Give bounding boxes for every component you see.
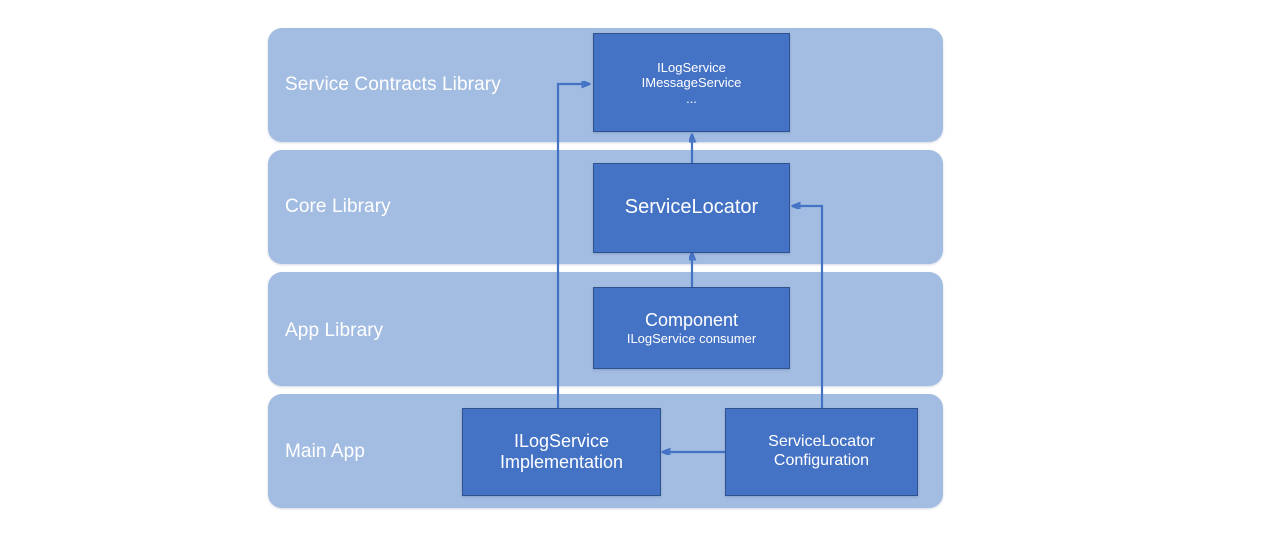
band-label-service-contracts-library: Service Contracts Library <box>285 74 501 95</box>
box-service-locator[interactable]: ServiceLocator <box>593 163 790 253</box>
box-service-contracts-line2: IMessageService <box>641 75 742 90</box>
band-label-main-app: Main App <box>285 441 366 462</box>
box-service-locator-line1: ServiceLocator <box>624 196 759 219</box>
band-label-app-library: App Library <box>285 320 384 341</box>
box-service-contracts-line3: ... <box>686 91 697 107</box>
box-component-line1: Component <box>644 309 739 330</box>
box-ilogservice-implementation-line1: ILogService <box>513 430 610 451</box>
box-ilogservice-implementation-line2: Implementation <box>499 452 624 472</box>
box-servicelocator-configuration-line2: Configuration <box>773 452 870 469</box>
box-service-contracts-line1: ILogService <box>657 59 726 75</box>
box-service-contracts[interactable]: ILogService IMessageService ... <box>593 33 790 132</box>
band-label-core-library: Core Library <box>285 196 391 217</box>
box-component[interactable]: Component ILogService consumer <box>593 287 790 369</box>
box-servicelocator-configuration-line1: ServiceLocator <box>768 433 875 451</box>
box-ilogservice-implementation[interactable]: ILogService Implementation <box>462 408 661 496</box>
box-component-line2: ILogService consumer <box>626 330 757 346</box>
box-servicelocator-configuration[interactable]: ServiceLocator Configuration <box>725 408 918 496</box>
